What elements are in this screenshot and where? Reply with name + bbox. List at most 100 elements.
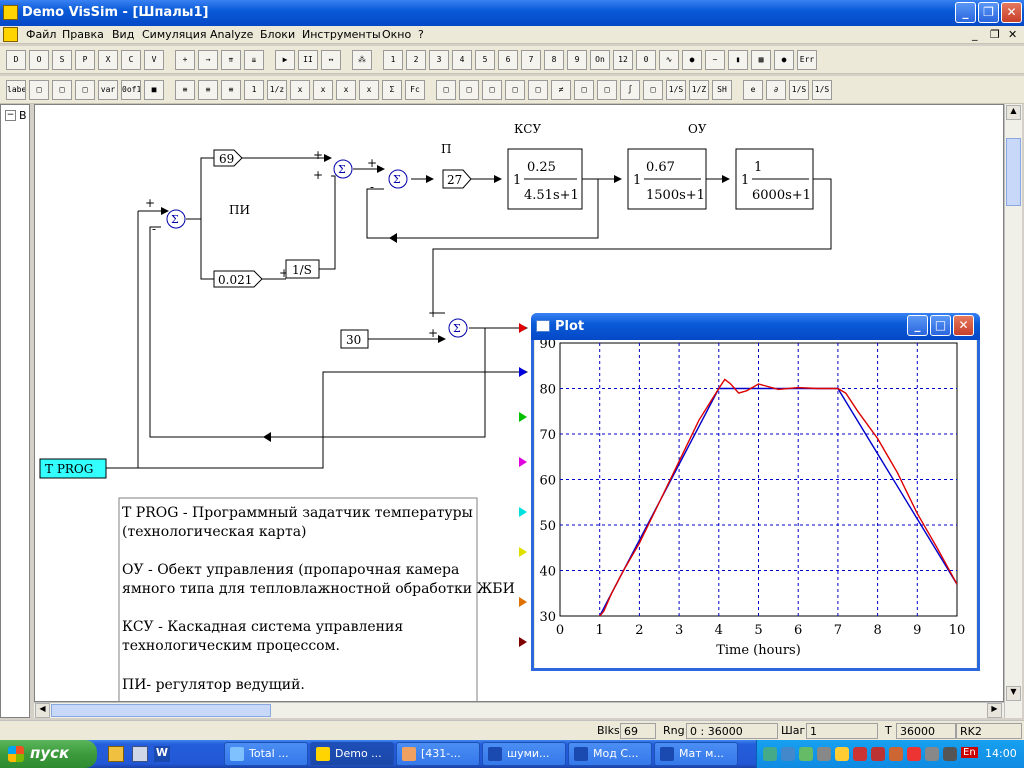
- mdi-restore-button[interactable]: ❐: [990, 28, 1000, 41]
- vertical-scrollbar[interactable]: ▲ ▼: [1004, 104, 1022, 718]
- scroll-left-button[interactable]: ◀: [35, 703, 50, 718]
- plot-maximize-button[interactable]: □: [930, 315, 951, 336]
- horizontal-scrollbar[interactable]: ◀ ▶: [34, 702, 1004, 718]
- scroll-down-button[interactable]: ▼: [1006, 686, 1021, 701]
- toolbar-button[interactable]: 3: [429, 50, 449, 70]
- toolbar-button[interactable]: 9: [567, 50, 587, 70]
- sum-junction-p[interactable]: Σ: [333, 159, 353, 179]
- menu-view[interactable]: Вид: [112, 28, 135, 41]
- plot-close-button[interactable]: ✕: [953, 315, 974, 336]
- block-palette-button[interactable]: □: [459, 80, 479, 100]
- toolbar-button[interactable]: 4: [452, 50, 472, 70]
- scroll-up-button[interactable]: ▲: [1006, 105, 1021, 120]
- tray-icon[interactable]: [781, 747, 795, 761]
- tprog-block[interactable]: T PROG: [39, 458, 107, 479]
- plot-title-bar[interactable]: Plot _ □ ✕: [531, 313, 980, 340]
- toolbar-button[interactable]: ●: [682, 50, 702, 70]
- transfer-fn-ksu[interactable]: 1 0.25 4.51s+1: [507, 148, 583, 210]
- toolbar-button[interactable]: 7: [521, 50, 541, 70]
- tree-root-label[interactable]: В: [19, 109, 27, 122]
- block-palette-button[interactable]: ∂: [766, 80, 786, 100]
- scroll-right-button[interactable]: ▶: [987, 703, 1002, 718]
- sum-junction-inner[interactable]: Σ: [388, 169, 408, 189]
- block-palette-button[interactable]: SH: [712, 80, 732, 100]
- block-palette-button[interactable]: □: [29, 80, 49, 100]
- block-palette-button[interactable]: x: [290, 80, 310, 100]
- toolbar-button[interactable]: ▮: [728, 50, 748, 70]
- block-palette-button[interactable]: □: [52, 80, 72, 100]
- minimize-button[interactable]: _: [955, 2, 976, 23]
- clock[interactable]: 14:00: [985, 747, 1017, 760]
- project-tree[interactable]: − В: [0, 104, 30, 718]
- toolbar-button[interactable]: 2: [406, 50, 426, 70]
- gain-block-0021[interactable]: 0.021: [213, 270, 263, 288]
- scroll-thumb[interactable]: [51, 704, 271, 717]
- toolbar-button[interactable]: ↔: [321, 50, 341, 70]
- block-palette-button[interactable]: □: [528, 80, 548, 100]
- task-word3[interactable]: Мат м...: [654, 742, 738, 766]
- toolbar-button[interactable]: ⇊: [244, 50, 264, 70]
- toolbar-button[interactable]: D: [6, 50, 26, 70]
- tray-icon[interactable]: [763, 747, 777, 761]
- block-palette-button[interactable]: ≡: [198, 80, 218, 100]
- toolbar-button[interactable]: ∿: [659, 50, 679, 70]
- block-palette-button[interactable]: ≠: [551, 80, 571, 100]
- gain-block-69[interactable]: 69: [213, 149, 243, 167]
- block-palette-button[interactable]: 1/S: [812, 80, 832, 100]
- menu-file[interactable]: Файл: [26, 28, 57, 41]
- const-block-30[interactable]: 30: [340, 329, 369, 349]
- toolbar-button[interactable]: ⇈: [221, 50, 241, 70]
- block-palette-button[interactable]: 1: [244, 80, 264, 100]
- tray-icon[interactable]: [853, 747, 867, 761]
- menu-edit[interactable]: Правка: [62, 28, 104, 41]
- block-palette-button[interactable]: □: [643, 80, 663, 100]
- tray-icon[interactable]: [925, 747, 939, 761]
- tray-icon[interactable]: [871, 747, 885, 761]
- menu-analyze[interactable]: Analyze: [210, 28, 254, 41]
- toolbar-button[interactable]: X: [98, 50, 118, 70]
- toolbar-button[interactable]: ⁂: [352, 50, 372, 70]
- block-palette-button[interactable]: 0of1: [121, 80, 141, 100]
- block-palette-button[interactable]: Σ: [382, 80, 402, 100]
- block-palette-button[interactable]: e: [743, 80, 763, 100]
- toolbar-button[interactable]: O: [29, 50, 49, 70]
- block-palette-button[interactable]: x: [313, 80, 333, 100]
- toolbar-button[interactable]: ~: [705, 50, 725, 70]
- toolbar-button[interactable]: 8: [544, 50, 564, 70]
- sum-junction-pi[interactable]: Σ: [166, 209, 186, 229]
- menu-simulation[interactable]: Симуляция: [142, 28, 207, 41]
- block-palette-button[interactable]: □: [597, 80, 617, 100]
- toolbar-button[interactable]: ▶: [275, 50, 295, 70]
- toolbar-button[interactable]: V: [144, 50, 164, 70]
- language-indicator[interactable]: En: [961, 747, 978, 758]
- toolbar-button[interactable]: S: [52, 50, 72, 70]
- toolbar-button[interactable]: →: [198, 50, 218, 70]
- toolbar-button[interactable]: 0: [636, 50, 656, 70]
- block-palette-button[interactable]: □: [574, 80, 594, 100]
- task-total[interactable]: Total ...: [224, 742, 308, 766]
- toolbar-button[interactable]: ●: [774, 50, 794, 70]
- block-palette-button[interactable]: var: [98, 80, 118, 100]
- menu-window[interactable]: Окно: [382, 28, 412, 41]
- block-palette-button[interactable]: 1/S: [789, 80, 809, 100]
- sum-junction-out[interactable]: Σ: [448, 318, 468, 338]
- quicklaunch-icon[interactable]: [108, 746, 124, 762]
- app-icon[interactable]: [3, 5, 18, 20]
- block-palette-button[interactable]: x: [336, 80, 356, 100]
- block-palette-button[interactable]: □: [482, 80, 502, 100]
- toolbar-button[interactable]: On: [590, 50, 610, 70]
- menu-help[interactable]: ?: [418, 28, 424, 41]
- tray-icon[interactable]: [907, 747, 921, 761]
- block-palette-button[interactable]: x: [359, 80, 379, 100]
- task-mail[interactable]: [431-...: [396, 742, 480, 766]
- toolbar-button[interactable]: C: [121, 50, 141, 70]
- mdi-minimize-button[interactable]: _: [972, 28, 978, 41]
- mdi-doc-icon[interactable]: [3, 27, 18, 42]
- toolbar-button[interactable]: P: [75, 50, 95, 70]
- mdi-close-button[interactable]: ✕: [1008, 28, 1018, 41]
- toolbar-button[interactable]: 6: [498, 50, 518, 70]
- task-word2[interactable]: Мод С...: [568, 742, 652, 766]
- block-palette-button[interactable]: □: [436, 80, 456, 100]
- tray-icon[interactable]: [889, 747, 903, 761]
